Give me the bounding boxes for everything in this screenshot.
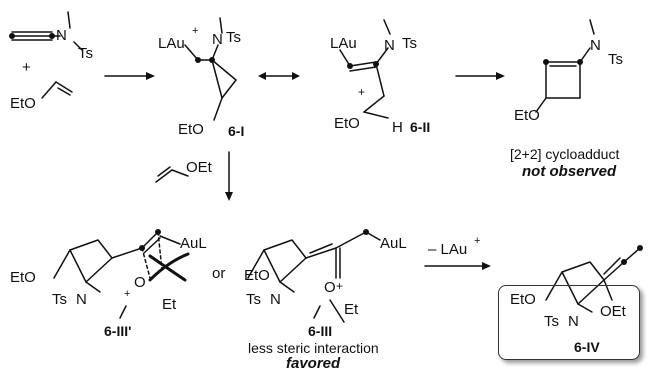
plus-label: +	[22, 59, 31, 76]
ts-label-4: Ts	[608, 51, 623, 68]
ts-label-3: Ts	[402, 35, 417, 52]
resonance-arrow	[258, 72, 300, 80]
n-label-7: N	[568, 313, 579, 330]
plus-sup-5: +	[474, 235, 481, 247]
structure-6-II	[339, 19, 391, 119]
plus-sup-3: +	[124, 288, 131, 300]
compound-6-I: 6-I	[228, 123, 245, 139]
plus-sup-4: +	[336, 279, 344, 293]
compound-6-II: 6-II	[410, 119, 431, 135]
ts-label-6: Ts	[246, 291, 261, 308]
plus-sup-2: +	[358, 85, 366, 99]
structure-6-I	[184, 17, 237, 121]
eto-label-5: EtO	[10, 269, 36, 286]
ynamide-structure	[9, 11, 83, 51]
compound-6-III-prime: 6-III'	[104, 323, 132, 339]
n-label-1: N	[56, 27, 67, 44]
plus-sup-1: +	[192, 25, 199, 37]
aul-label-1: AuL	[180, 235, 207, 252]
et-label-2: Et	[344, 301, 359, 318]
eto-label-2: EtO	[178, 121, 204, 138]
minus-lau-label: – LAu	[428, 241, 468, 258]
o-label-2: O	[324, 279, 336, 296]
favored-note: favored	[286, 355, 341, 372]
arrow-right-3	[424, 262, 491, 270]
structure-6-III	[247, 229, 381, 323]
o-label-1: O	[134, 274, 146, 291]
ts-label-5: Ts	[52, 291, 67, 308]
n-label-6: N	[270, 291, 281, 308]
eto-label-6: EtO	[244, 267, 270, 284]
n-label-4: N	[590, 37, 601, 54]
vinyl-ether-structure	[41, 81, 73, 99]
eto-label-1: EtO	[10, 95, 36, 112]
arrow-right-1	[104, 72, 155, 80]
h-label: H	[392, 119, 403, 136]
less-steric-note: less steric interaction	[248, 340, 379, 356]
ts-label-7: Ts	[544, 313, 559, 330]
oet-label-2: OEt	[600, 303, 626, 320]
n-label-2: N	[212, 31, 223, 48]
arrow-right-2	[455, 72, 505, 80]
compound-6-IV: 6-IV	[574, 339, 600, 355]
arrow-down	[225, 151, 233, 201]
product-box	[498, 285, 640, 360]
cyclobutene-structure	[535, 19, 595, 113]
lau-label-2: LAu	[330, 35, 357, 52]
eto-label-4: EtO	[514, 107, 540, 124]
ts-label-2: Ts	[226, 29, 241, 46]
n-label-3: N	[384, 37, 395, 54]
eto-label-3: EtO	[334, 115, 360, 132]
et-label-1: Et	[162, 296, 177, 313]
aul-label-2: AuL	[380, 235, 407, 252]
structure-6-III-prime	[53, 229, 190, 319]
vinyl-ether-2-structure	[155, 166, 189, 183]
ts-label-1: Ts	[78, 45, 93, 62]
or-label: or	[212, 265, 226, 282]
not-observed-note: not observed	[522, 163, 617, 180]
cycloadduct-note: [2+2] cycloadduct	[510, 146, 620, 162]
compound-6-III: 6-III	[308, 323, 333, 339]
lau-label-1: LAu	[158, 35, 185, 52]
oet-label-1: OEt	[186, 159, 212, 176]
structure-6-IV	[545, 245, 643, 313]
eto-label-7: EtO	[510, 291, 536, 308]
n-label-5: N	[76, 291, 87, 308]
